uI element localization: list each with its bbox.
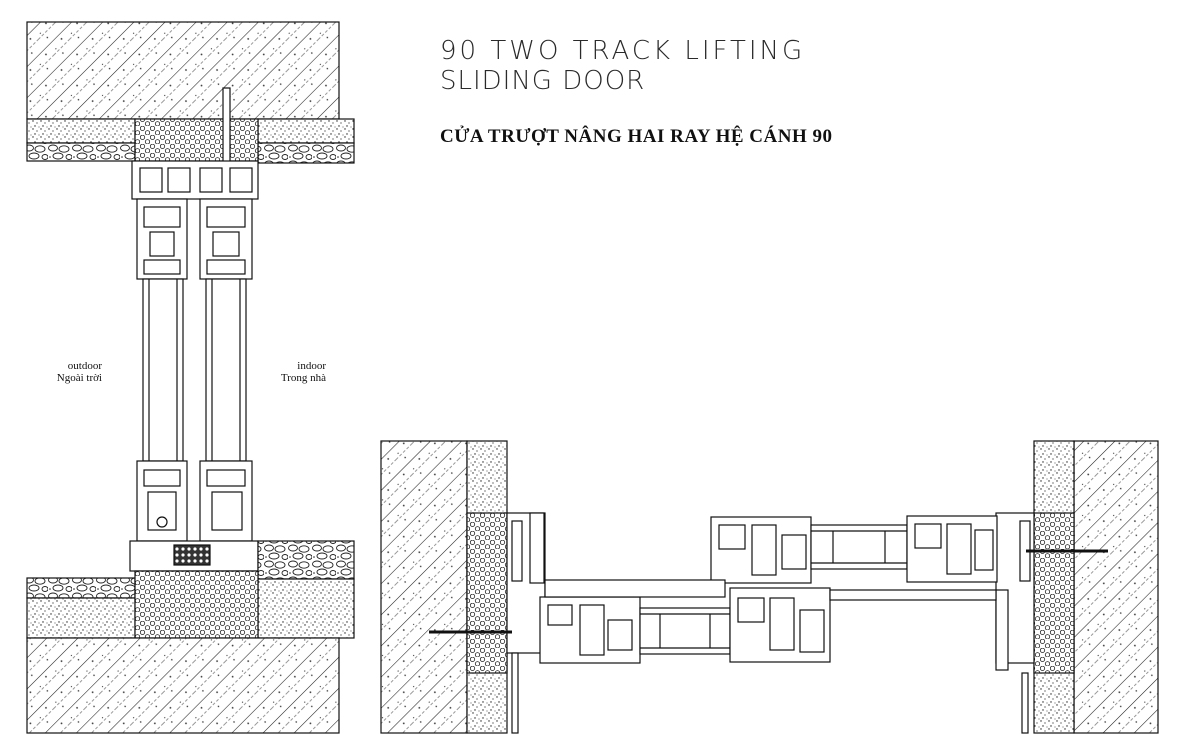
outdoor-label-vi: Ngoài trời [56, 372, 102, 384]
outdoor-label-en: outdoor [67, 360, 102, 372]
title-en-line1: 90 TWO TRACK LIFTING [440, 36, 806, 66]
outdoor-label: outdoor Ngoài trời [30, 360, 102, 384]
title-vi: CỬA TRƯỢT NÂNG HAI RAY HỆ CÁNH 90 [440, 126, 833, 147]
title-block: 90 TWO TRACK LIFTING SLIDING DOOR CỬA TR… [440, 36, 1140, 148]
indoor-label-en: indoor [297, 360, 326, 372]
indoor-label: indoor Trong nhà [262, 360, 326, 384]
title-en-line2: SLIDING DOOR [440, 66, 646, 96]
vertical-section [26, 21, 355, 734]
horizontal-section [380, 440, 1159, 734]
indoor-label-vi: Trong nhà [280, 372, 326, 384]
